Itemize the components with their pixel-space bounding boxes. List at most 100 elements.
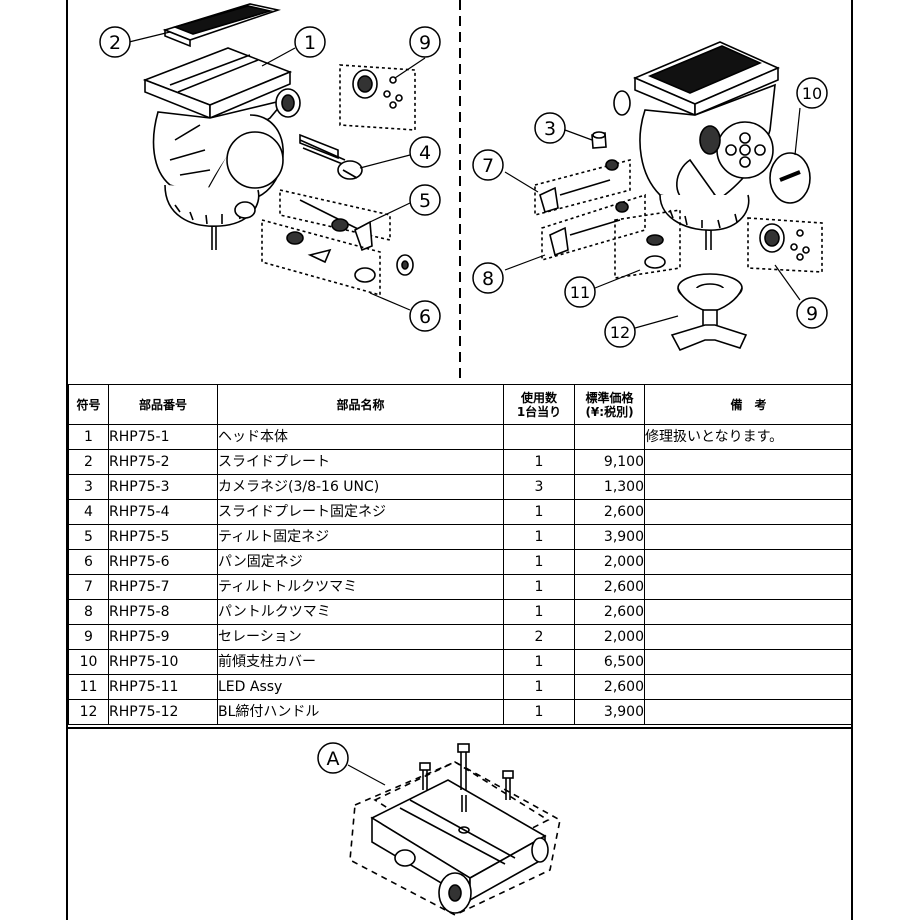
- header-note: 備 考: [644, 384, 853, 425]
- svg-text:12: 12: [610, 323, 630, 342]
- cell-price: 3,900: [574, 524, 645, 550]
- leader-lines: [128, 31, 801, 786]
- cell-part-no: RHP75-2: [108, 449, 218, 475]
- cell-part-no: RHP75-6: [108, 549, 218, 575]
- header-price-line2: (¥:税別): [585, 404, 634, 419]
- callout-6: 6: [409, 300, 441, 332]
- callout-5: 5: [409, 184, 441, 216]
- callout-3: 3: [534, 112, 566, 144]
- header-qty-line2: 1台当り: [516, 404, 562, 419]
- cell-no: 8: [68, 599, 109, 625]
- cell-price: 1,300: [574, 474, 645, 500]
- callout-12: 12: [604, 316, 636, 348]
- callout-8: 8: [472, 262, 504, 294]
- tilt-cover-part: [769, 152, 811, 204]
- cell-qty: 1: [503, 549, 575, 575]
- cell-price: [574, 424, 645, 450]
- cell-no: 10: [68, 649, 109, 675]
- header-name: 部品名称: [217, 384, 504, 425]
- svg-text:A: A: [327, 748, 340, 770]
- cell-no: 5: [68, 524, 109, 550]
- callout-2: 2: [99, 26, 131, 58]
- cell-price: 2,600: [574, 499, 645, 525]
- svg-text:7: 7: [482, 155, 494, 177]
- cell-price: 9,100: [574, 449, 645, 475]
- serration-part: [339, 64, 416, 131]
- cell-no: 6: [68, 549, 109, 575]
- cell-no: 12: [68, 699, 109, 725]
- cell-part-name: 前傾支柱カバー: [217, 649, 504, 675]
- cell-no: 11: [68, 674, 109, 700]
- cell-part-no: RHP75-4: [108, 499, 218, 525]
- cell-qty: 2: [503, 624, 575, 650]
- cell-part-no: RHP75-9: [108, 624, 218, 650]
- cell-part-no: RHP75-8: [108, 599, 218, 625]
- cell-part-name: パントルクツマミ: [217, 599, 504, 625]
- cell-no: 1: [68, 424, 109, 450]
- header-part-no: 部品番号: [108, 384, 218, 425]
- cell-note: [644, 524, 853, 550]
- cell-part-no: RHP75-1: [108, 424, 218, 450]
- cell-note: [644, 574, 853, 600]
- cell-qty: 1: [503, 524, 575, 550]
- cell-note: [644, 474, 853, 500]
- callout-7: 7: [472, 149, 504, 181]
- callout-1: 1: [294, 26, 326, 58]
- bottom-assembly-drawing: [349, 743, 561, 916]
- cell-part-no: RHP75-3: [108, 474, 218, 500]
- cell-part-name: ティルトトルクツマミ: [217, 574, 504, 600]
- cell-qty: 1: [503, 449, 575, 475]
- cell-price: 6,500: [574, 649, 645, 675]
- cell-note: [644, 649, 853, 675]
- head-left-drawing: [142, 3, 416, 297]
- callout-9-left: 9: [409, 26, 441, 58]
- svg-text:9: 9: [806, 303, 818, 325]
- cell-part-no: RHP75-5: [108, 524, 218, 550]
- cell-note: [644, 499, 853, 525]
- cell-part-name: ヘッド本体: [217, 424, 504, 450]
- cell-no: 3: [68, 474, 109, 500]
- cell-qty: 1: [503, 599, 575, 625]
- cell-qty: 1: [503, 699, 575, 725]
- svg-text:9: 9: [419, 32, 431, 54]
- cell-qty: 1: [503, 499, 575, 525]
- cell-price: 2,600: [574, 599, 645, 625]
- svg-text:2: 2: [109, 32, 121, 54]
- header-price-line1: 標準価格: [585, 390, 634, 405]
- svg-text:10: 10: [802, 84, 822, 103]
- header-price: 標準価格(¥:税別): [574, 384, 645, 425]
- cell-no: 4: [68, 499, 109, 525]
- cell-no: 9: [68, 624, 109, 650]
- cell-part-name: スライドプレート固定ネジ: [217, 499, 504, 525]
- svg-text:4: 4: [419, 142, 431, 164]
- callout-4: 4: [409, 136, 441, 168]
- cell-part-name: スライドプレート: [217, 449, 504, 475]
- cell-price: 2,600: [574, 574, 645, 600]
- callout-10: 10: [796, 77, 828, 109]
- header-no: 符号: [68, 384, 109, 425]
- svg-text:11: 11: [570, 283, 590, 302]
- cell-qty: 1: [503, 674, 575, 700]
- cell-price: 2,600: [574, 674, 645, 700]
- cell-qty: 1: [503, 574, 575, 600]
- cell-note: [644, 674, 853, 700]
- cell-part-no: RHP75-10: [108, 649, 218, 675]
- callout-11: 11: [564, 276, 596, 308]
- cell-part-no: RHP75-12: [108, 699, 218, 725]
- callout-a: A: [317, 742, 349, 774]
- bowl-handle-part: [670, 273, 748, 352]
- header-qty-line1: 使用数: [520, 390, 557, 405]
- cell-part-name: ティルト固定ネジ: [217, 524, 504, 550]
